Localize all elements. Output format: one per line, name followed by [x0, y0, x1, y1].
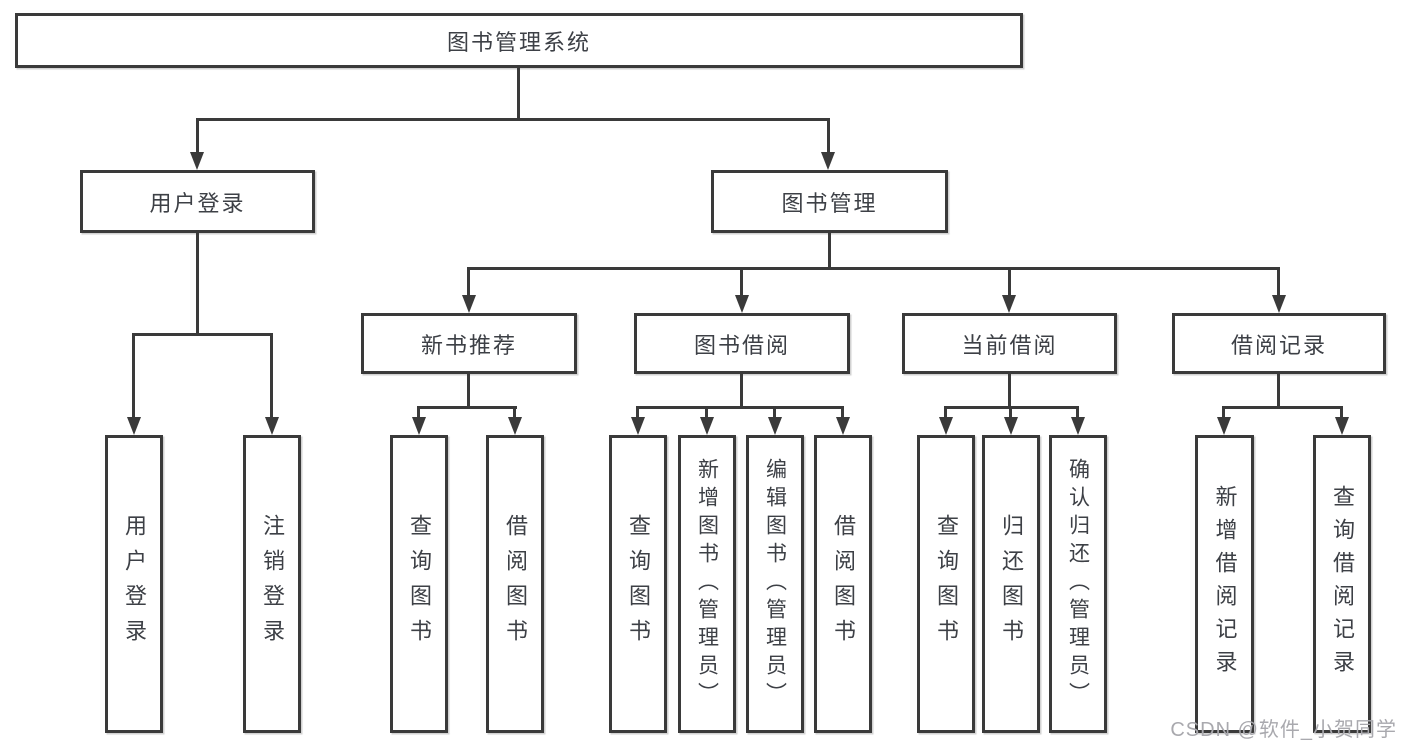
leaf-confirm-return-admin-label: 确认归还（管理员） — [1066, 458, 1090, 710]
connector-line — [513, 406, 516, 420]
node-new-book-recommend: 新书推荐 — [361, 313, 577, 374]
arrowhead-down-icon — [768, 417, 782, 435]
node-book-borrowing: 图书借阅 — [634, 313, 850, 374]
arrowhead-down-icon — [1002, 295, 1016, 313]
arrowhead-down-icon — [508, 417, 522, 435]
connector-line — [841, 406, 844, 420]
leaf-add-books-admin-label: 新增图书（管理员） — [695, 458, 719, 710]
leaf-query-books-2: 查询图书 — [609, 435, 667, 733]
leaf-query-borrow-record-label: 查询借阅记录 — [1330, 485, 1355, 683]
connector-line — [1222, 406, 1225, 420]
leaf-query-books-1: 查询图书 — [390, 435, 448, 733]
connector-line — [196, 118, 199, 155]
node-user-login-label: 用户登录 — [149, 190, 246, 216]
leaf-return-books: 归还图书 — [982, 435, 1040, 733]
connector-line — [740, 374, 743, 408]
leaf-add-books-admin: 新增图书（管理员） — [678, 435, 736, 733]
connector-line — [1008, 374, 1011, 408]
connector-line — [417, 406, 517, 409]
connector-line — [827, 118, 830, 155]
connector-line — [517, 68, 520, 121]
watermark: CSDN @软件_小贺同学 — [1170, 719, 1397, 741]
node-book-management-label: 图书管理 — [781, 190, 878, 216]
arrowhead-down-icon — [821, 152, 835, 170]
leaf-query-books-3: 查询图书 — [917, 435, 975, 733]
arrowhead-down-icon — [1335, 417, 1349, 435]
leaf-user-login: 用户登录 — [105, 435, 163, 733]
arrowhead-down-icon — [462, 295, 476, 313]
connector-line — [467, 374, 470, 408]
connector-line — [270, 333, 273, 419]
node-root: 图书管理系统 — [15, 13, 1023, 68]
leaf-return-books-label: 归还图书 — [999, 514, 1024, 654]
arrowhead-down-icon — [1217, 417, 1231, 435]
connector-line — [944, 406, 947, 420]
leaf-borrow-books-1-label: 借阅图书 — [503, 514, 528, 654]
connector-line — [1009, 406, 1012, 420]
leaf-add-borrow-record-label: 新增借阅记录 — [1212, 485, 1238, 683]
leaf-logout-label: 注销登录 — [260, 514, 285, 654]
arrowhead-down-icon — [939, 417, 953, 435]
leaf-query-borrow-record: 查询借阅记录 — [1313, 435, 1371, 733]
node-book-management: 图书管理 — [711, 170, 948, 233]
connector-line — [1277, 267, 1280, 297]
leaf-borrow-books-1: 借阅图书 — [486, 435, 544, 733]
node-current-borrowing: 当前借阅 — [902, 313, 1117, 374]
connector-line — [132, 333, 135, 419]
node-borrowing-records-label: 借阅记录 — [1230, 332, 1327, 358]
leaf-query-books-2-label: 查询图书 — [626, 514, 651, 654]
arrowhead-down-icon — [1071, 417, 1085, 435]
connector-line — [1222, 406, 1343, 409]
connector-line — [705, 406, 708, 420]
node-new-book-recommend-label: 新书推荐 — [420, 332, 517, 358]
node-current-borrowing-label: 当前借阅 — [961, 332, 1058, 358]
leaf-edit-books-admin-label: 编辑图书（管理员） — [763, 458, 787, 710]
connector-line — [196, 118, 830, 121]
node-book-borrowing-label: 图书借阅 — [693, 332, 790, 358]
arrowhead-down-icon — [265, 417, 279, 435]
arrowhead-down-icon — [190, 152, 204, 170]
connector-line — [740, 267, 743, 297]
connector-line — [1008, 267, 1011, 297]
arrowhead-down-icon — [412, 417, 426, 435]
arrowhead-down-icon — [700, 417, 714, 435]
leaf-add-borrow-record: 新增借阅记录 — [1195, 435, 1254, 733]
connector-line — [1076, 406, 1079, 420]
node-borrowing-records: 借阅记录 — [1172, 313, 1386, 374]
leaf-confirm-return-admin: 确认归还（管理员） — [1049, 435, 1107, 733]
connector-line — [1340, 406, 1343, 420]
connector-line — [417, 406, 420, 420]
node-root-label: 图书管理系统 — [446, 29, 591, 55]
leaf-logout: 注销登录 — [243, 435, 301, 733]
arrowhead-down-icon — [127, 417, 141, 435]
arrowhead-down-icon — [1272, 295, 1286, 313]
arrowhead-down-icon — [631, 417, 645, 435]
leaf-borrow-books-2-label: 借阅图书 — [831, 514, 856, 654]
leaf-user-login-label: 用户登录 — [122, 514, 147, 654]
connector-line — [636, 406, 844, 409]
connector-line — [636, 406, 639, 420]
arrowhead-down-icon — [735, 295, 749, 313]
connector-line — [467, 267, 470, 297]
connector-line — [773, 406, 776, 420]
node-user-login: 用户登录 — [80, 170, 315, 233]
leaf-query-books-1-label: 查询图书 — [407, 514, 432, 654]
connector-line — [196, 232, 199, 336]
connector-line — [1277, 374, 1280, 408]
arrowhead-down-icon — [836, 417, 850, 435]
connector-line — [467, 267, 1280, 270]
connector-line — [828, 232, 831, 270]
leaf-query-books-3-label: 查询图书 — [934, 514, 959, 654]
connector-line — [132, 333, 273, 336]
arrowhead-down-icon — [1004, 417, 1018, 435]
leaf-borrow-books-2: 借阅图书 — [814, 435, 872, 733]
leaf-edit-books-admin: 编辑图书（管理员） — [746, 435, 804, 733]
